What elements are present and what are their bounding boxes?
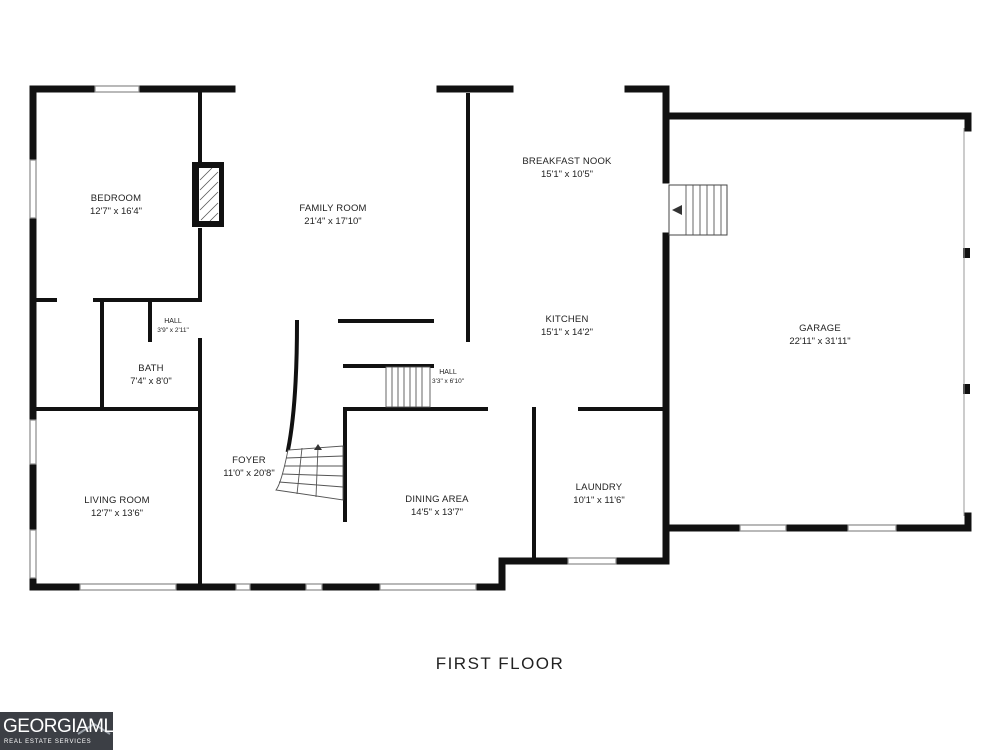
breakfast-nook-name: BREAKFAST NOOK [522,156,612,167]
garage-post [963,248,970,258]
living-room-dimensions: 12'7" x 13'6" [91,508,143,519]
living-room-name: LIVING ROOM [84,495,150,506]
breakfast-nook-dimensions: 15'1" x 10'5" [541,169,593,180]
floor-plan: BEDROOM 12'7" x 16'4" FAMILY ROOM 21'4" … [29,85,972,591]
bath-name: BATH [138,363,163,374]
kitchen-name: KITCHEN [545,314,588,325]
bedroom-name: BEDROOM [91,193,142,204]
laundry-dimensions: 10'1" x 11'6" [573,495,624,506]
house-roof-icon [77,722,111,735]
family-room-dimensions: 21'4" x 17'10" [304,216,361,227]
dining-area-dimensions: 14'5" x 13'7" [411,507,463,518]
family-room-name: FAMILY ROOM [299,203,366,214]
garage-steps [668,184,728,236]
georgia-mls-logo: GEORGIAMLS REAL ESTATE SERVICES [0,712,126,750]
hall-2-dimensions: 3'3" x 6'10" [432,378,465,385]
laundry-name: LAUNDRY [576,482,623,493]
logo-wordmark: GEORGIAMLS [3,716,126,737]
bath-dimensions: 7'4" x 8'0" [130,376,172,387]
garage-dimensions: 22'11" x 31'11" [789,336,850,347]
hall-1-name: HALL [164,318,182,325]
logo-tagline: REAL ESTATE SERVICES [4,739,92,745]
foyer-dimensions: 11'0" x 20'8" [223,468,274,479]
bedroom-dimensions: 12'7" x 16'4" [90,206,142,217]
hall-2-name: HALL [439,369,457,376]
hall-stairs [385,366,431,408]
garage-post [963,384,970,394]
hall-1-dimensions: 3'9" x 2'11" [157,327,189,334]
floor-label: FIRST FLOOR [435,654,565,673]
foyer-stairs [275,444,344,501]
kitchen-dimensions: 15'1" x 14'2" [541,327,593,338]
interior-walls [33,89,666,589]
fireplace [192,162,224,227]
foyer-name: FOYER [232,455,266,466]
garage-name: GARAGE [799,323,841,334]
dining-area-name: DINING AREA [405,494,469,505]
windows [29,85,897,591]
